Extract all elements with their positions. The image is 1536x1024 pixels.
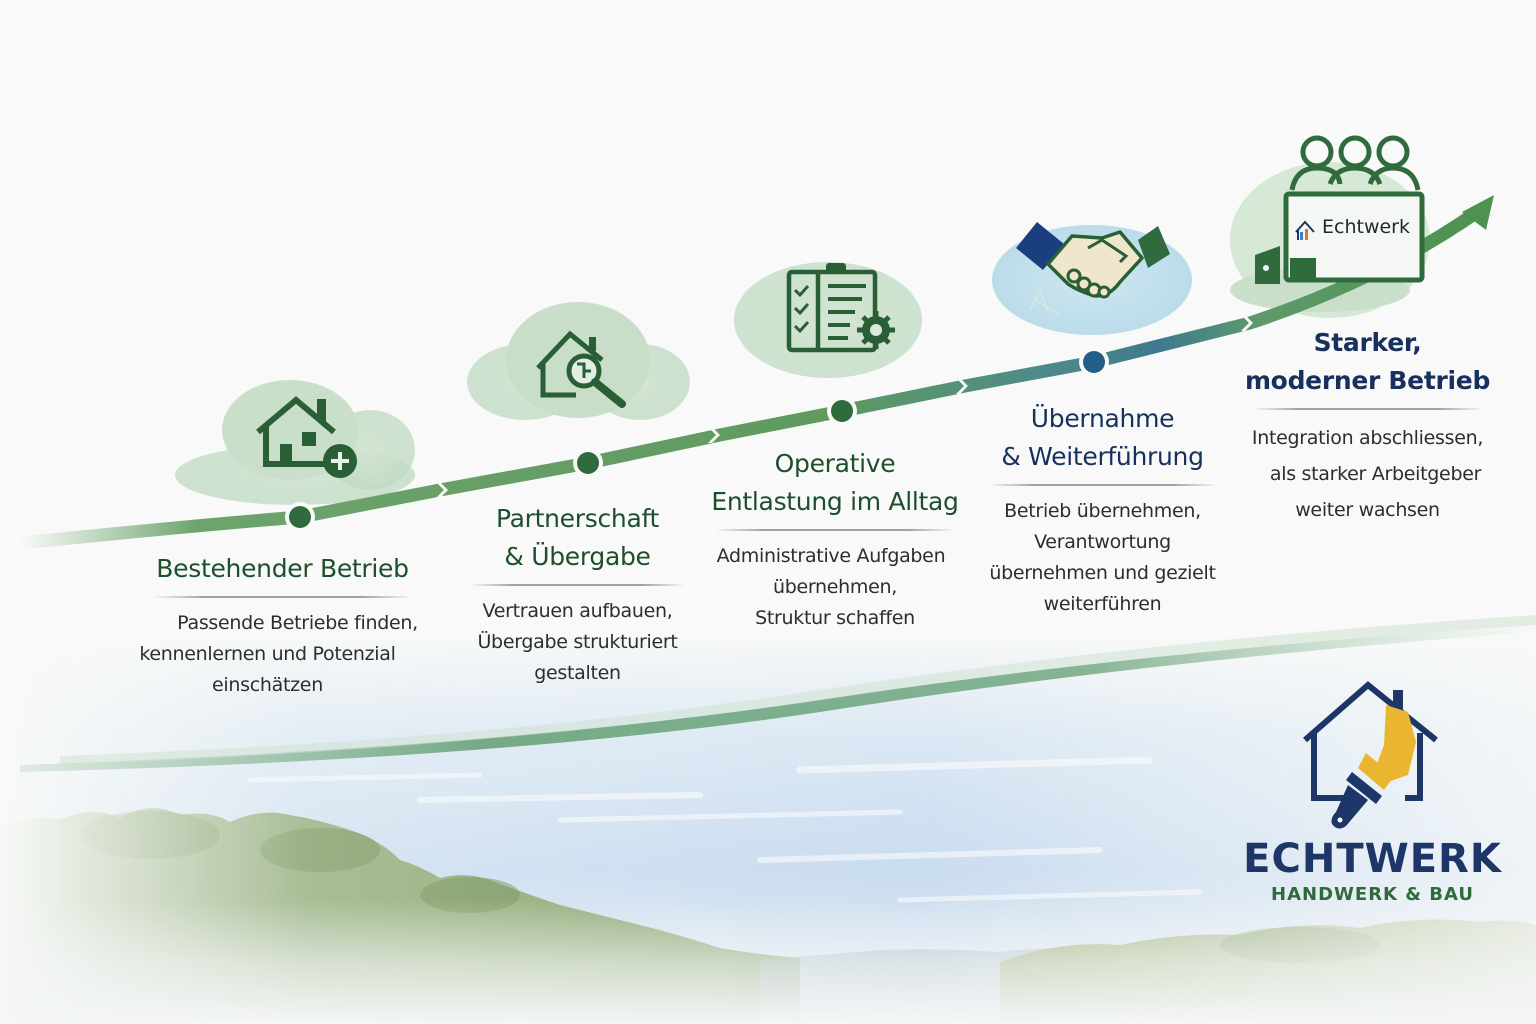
step-1: Bestehender Betrieb Passende Betriebe fi…: [130, 550, 435, 701]
step-description: Integration abschliessen, als starker Ar…: [1251, 427, 1484, 521]
step-description: Administrative Aufgaben übernehmen, Stru…: [716, 545, 946, 629]
divider: [1252, 408, 1483, 410]
divider: [152, 596, 413, 598]
logo-name: ECHTWERK: [1243, 836, 1502, 882]
handshake-icon: [1016, 222, 1170, 316]
milestone-dots: [285, 347, 1109, 532]
step-description: Passende Betriebe finden, kennenlernen u…: [139, 612, 418, 696]
icon-blob-1: [175, 380, 415, 505]
step-5: Starker, moderner Betrieb Integration ab…: [1235, 324, 1500, 528]
team-company-icon: [1255, 135, 1425, 284]
icon-blob-3: [734, 262, 922, 378]
step-title: Operative Entlastung im Alltag: [711, 449, 959, 516]
arrow-head-icon: [1462, 195, 1494, 230]
house-plus-icon: [256, 396, 357, 478]
step-2: Partnerschaft & Übergabe Vertrauen aufba…: [460, 500, 695, 689]
step-title: Übernahme & Weiterführung: [1001, 404, 1204, 471]
step-4: Übernahme & Weiterführung Betrieb überne…: [975, 400, 1230, 620]
echtwerk-logo-icon: [1303, 681, 1438, 829]
step-description: Betrieb übernehmen, Verantwortung überne…: [989, 500, 1216, 615]
board-brand-label: Echtwerk: [1322, 216, 1410, 238]
brand-logo: ECHTWERK HANDWERK & BAU: [1240, 832, 1505, 905]
step-3: Operative Entlastung im Alltag Administr…: [700, 445, 970, 634]
step-title: Starker, moderner Betrieb: [1244, 328, 1491, 395]
step-description: Vertrauen aufbauen, Übergabe strukturier…: [477, 600, 678, 684]
step-title: Partnerschaft & Übergabe: [495, 504, 660, 571]
divider: [470, 584, 685, 586]
house-search-icon: [536, 330, 626, 408]
step-title: Bestehender Betrieb: [156, 554, 409, 583]
clipboard-gear-icon: [786, 263, 895, 353]
logo-tagline: HANDWERK & BAU: [1271, 884, 1474, 905]
divider: [715, 529, 955, 531]
divider: [987, 484, 1218, 486]
